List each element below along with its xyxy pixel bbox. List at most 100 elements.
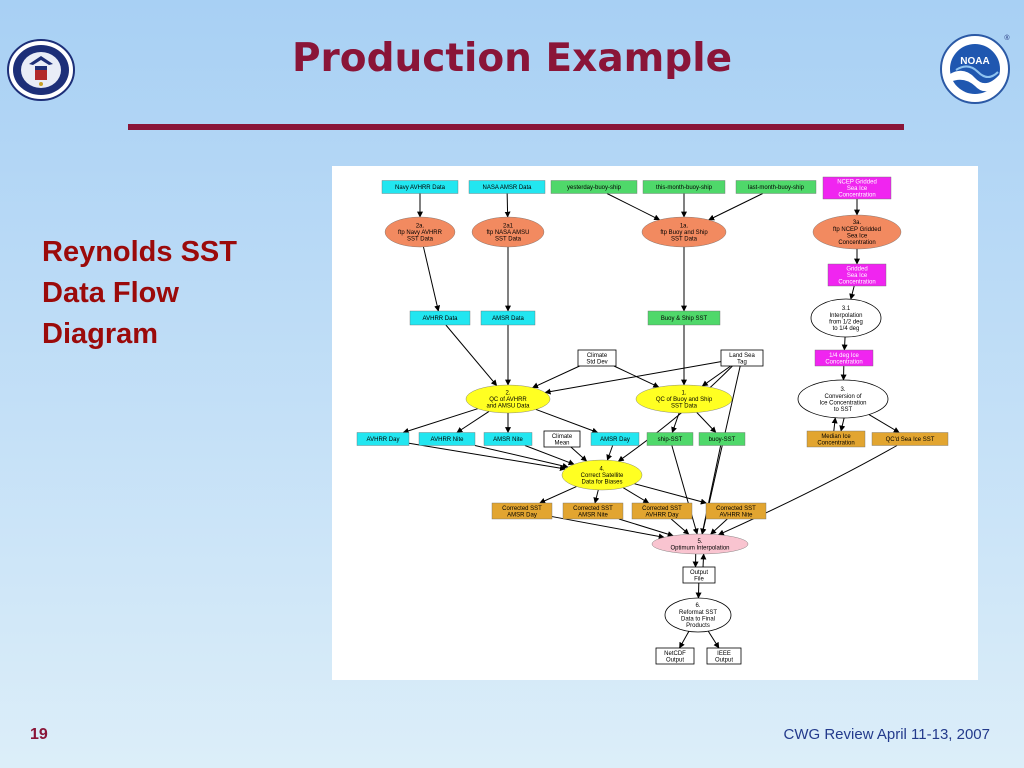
- slide-title: Production Example: [291, 36, 733, 81]
- edge-shsst-to-n5: [671, 445, 699, 535]
- node-label: ship-SST: [658, 437, 683, 443]
- node-label: to 1/4 deg: [833, 326, 860, 332]
- node-shape-avhrrd: [409, 310, 471, 326]
- node-label: Output: [666, 657, 684, 663]
- edge-c4-to-n5: [710, 518, 728, 535]
- subtitle-line: Data Flow: [42, 277, 179, 309]
- node-label: Ice Concentration: [819, 400, 866, 406]
- node-label: NASA AMSR Data: [482, 185, 532, 191]
- edge-n2-to-ad: [402, 408, 478, 434]
- edge-lmbs-to-n1a: [708, 193, 763, 221]
- edge-ad-to-n4: [408, 442, 566, 472]
- edge-amd-to-n4: [606, 445, 614, 461]
- node-shape-an: [418, 432, 476, 446]
- node-label: to SST: [834, 407, 853, 413]
- node-shape-ybs: [550, 180, 638, 194]
- node-label: SST Data: [671, 404, 698, 410]
- node-label: AMSR Data: [492, 316, 524, 322]
- edge-lst-to-n1: [701, 365, 731, 387]
- node-label: Conversion of: [824, 394, 861, 400]
- node-shape-c3: [631, 502, 693, 520]
- node-label: Corrected SST: [642, 506, 682, 512]
- node-shape-nasa: [468, 180, 546, 194]
- edge-n4-to-c3: [622, 487, 650, 504]
- node-label: 3a.: [853, 220, 862, 226]
- edge-lst-to-n4: [617, 365, 733, 462]
- node-label: Concentration: [838, 280, 875, 286]
- node-navy: Navy AVHRR Data: [381, 180, 459, 194]
- node-label: Corrected SST: [716, 506, 756, 512]
- node-shape-c2: [562, 502, 624, 520]
- node-label: Sea Ice: [847, 186, 868, 192]
- edge-an-to-n4: [474, 445, 569, 469]
- registered-mark: ®: [1004, 34, 1010, 42]
- node-label: AMSR Day: [600, 437, 630, 443]
- node-label: Buoy & Ship SST: [661, 316, 708, 322]
- edge-n1-to-shsst: [671, 412, 680, 434]
- edge-n2-to-amd: [535, 408, 599, 434]
- node-label: 3.1: [842, 306, 851, 312]
- edge-ybs-to-n1a: [606, 193, 661, 221]
- edge-avhrrd-to-n2: [445, 324, 498, 386]
- edge-mic-to-n3: [831, 417, 838, 432]
- node-label: Land Sea: [729, 353, 755, 359]
- node-label: Data to Final: [681, 616, 715, 622]
- node-qcss: QC'd Sea Ice SST: [871, 432, 949, 446]
- node-label: 4.: [599, 467, 604, 473]
- node-label: AVHRR Day: [367, 437, 400, 443]
- edge-n2a-to-avhrrd: [422, 246, 441, 312]
- node-shape-amd: [590, 432, 640, 446]
- title-underline: [128, 124, 904, 130]
- edge-of-to-n5: [700, 553, 707, 568]
- node-shape-ad: [356, 432, 410, 446]
- node-label: Navy AVHRR Data: [395, 185, 446, 191]
- edge-n4-to-c2: [593, 489, 600, 504]
- node-avhrrd: AVHRR Data: [409, 310, 471, 326]
- edge-n3-to-mic: [839, 417, 846, 432]
- node-shape-lst: [720, 349, 764, 367]
- noaa-logo-icon: NOAA ®: [938, 32, 1012, 106]
- edge-c3-to-n5: [670, 518, 690, 535]
- node-shape-n1: [635, 384, 733, 414]
- slide-subtitle: Reynolds SST Data Flow Diagram: [42, 232, 302, 355]
- node-label: Std Dev: [586, 359, 607, 365]
- edge-n6-to-nco: [679, 631, 690, 649]
- node-label: ftp NASA AMSU: [486, 230, 529, 236]
- edge-gsic-to-n31: [849, 285, 856, 300]
- node-label: Concentration: [817, 440, 854, 446]
- node-shape-n3: [797, 379, 889, 419]
- node-label: Sea Ice: [847, 233, 868, 239]
- node-label: Interpolation: [829, 313, 862, 319]
- node-label: ftp NCEP Gridded: [833, 227, 881, 233]
- node-label: AVHRR Data: [423, 316, 459, 322]
- edge-n4-to-c1: [539, 486, 577, 504]
- noaa-logo-text: NOAA: [960, 56, 989, 67]
- subtitle-line: Reynolds SST: [42, 236, 237, 268]
- node-label: AVHRR Day: [646, 512, 679, 518]
- department-of-commerce-seal-icon: [6, 38, 76, 102]
- node-label: Corrected SST: [502, 506, 542, 512]
- node-label: IEEE: [717, 651, 731, 657]
- node-label: Concentration: [838, 193, 875, 199]
- node-label: Output: [715, 657, 733, 663]
- node-shape-n1a: [641, 216, 727, 248]
- node-label: this-month-buoy-ship: [656, 185, 713, 191]
- node-label: Tag: [737, 359, 747, 365]
- node-label: ftp Buoy and Ship: [660, 230, 708, 236]
- node-label: SST Data: [407, 237, 434, 243]
- edge-cm-to-n4: [570, 446, 588, 462]
- node-shape-n4: [561, 459, 643, 491]
- node-label: File: [694, 576, 704, 582]
- node-label: QC of Buoy and Ship: [656, 397, 713, 403]
